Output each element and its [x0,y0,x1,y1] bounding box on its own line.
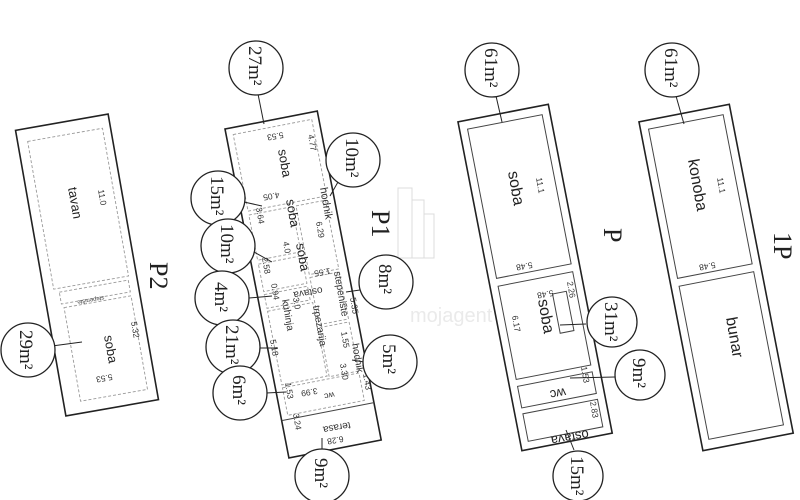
area-bubble-p1-hodnik2: 5m² [351,334,418,390]
dimension-label: 3.30 [338,363,351,381]
room-label: kuhinja [279,299,295,333]
svg-text:27m²: 27m² [244,46,265,86]
area-bubble-p1-hodnik1: 10m² [325,132,381,197]
dimension-label: 3.0 [291,297,303,311]
dimension-label: 11.0 [96,189,109,207]
dimension-label: 1.55 [313,266,331,279]
dimension-label: 3.99 [300,386,318,399]
svg-text:10m²: 10m² [216,224,237,264]
room-label: stepenište [76,294,105,305]
svg-text:6m²: 6m² [228,375,249,405]
area-bubble-p-ostava: 15m² [552,429,604,500]
room-label: tavan [65,186,85,220]
room-label: bunar [722,316,746,360]
dimension-label: 6.29 [314,221,327,239]
area-bubble-p1-kuhinja: 21m² [205,319,278,375]
dimension-label: 5.53 [266,130,284,143]
room-label: soba [101,334,121,365]
dimension-label: 3.64 [254,207,267,225]
area-bubble-p1-ostava: 4m² [194,270,273,326]
dimension-label: 5.48 [536,288,554,301]
svg-text:29m²: 29m² [15,330,36,370]
dimension-label: 11.1 [534,177,547,195]
room-label: soba [534,298,557,335]
area-bubble-p1-wc: 6m² [212,365,287,421]
room-label: wc [548,385,568,403]
area-bubble-p-wc: 9m² [569,349,666,401]
svg-text:15m²: 15m² [206,176,227,216]
dimension-label: 2.83 [588,401,601,419]
floor-title-p: P [598,228,627,242]
room-label: soba [275,148,295,179]
room-label: hodnik [349,343,365,375]
room-label: soba [283,198,303,229]
dimension-label: 6.28 [326,434,344,447]
dimension-label: 5.53 [95,372,113,385]
area-bubble-p2-soba: 29m² [0,322,83,378]
dimension-label: 5.35 [348,297,361,315]
room-label: trpezarija [310,305,328,348]
dimension-label: 6.17 [510,315,523,333]
room-label: konoba [684,158,710,213]
dimension-label: 5.48 [515,260,533,273]
svg-text:31m²: 31m² [600,302,621,342]
svg-text:15m²: 15m² [566,456,587,496]
dimension-label: 5.48 [698,260,716,273]
svg-text:61m²: 61m² [480,48,501,88]
area-bubble-1p-konoba: 61m² [644,42,700,125]
dimension-label: 5.32 [129,321,142,339]
area-bubble-p1-soba1: 27m² [228,40,284,125]
dimension-label: 11.1 [715,177,728,195]
area-bubble-p1-soba3: 10m² [200,218,273,274]
room-label: stepenište [331,271,350,318]
svg-text:21m²: 21m² [221,325,242,365]
dimension-label: 2.26 [565,281,578,299]
floor-title-1p: 1P [768,232,797,259]
room-label: wc [323,390,337,402]
svg-text:10m²: 10m² [341,138,362,178]
area-bubble-p-soba2: 31m² [559,296,638,348]
area-bubble-p-soba1: 61m² [464,42,520,123]
dimension-label: 1.53 [283,382,296,400]
floor-p-outline [457,103,614,452]
svg-text:4m²: 4m² [210,282,231,312]
area-bubble-p1-terasa: 9m² [294,438,350,500]
svg-text:61m²: 61m² [660,48,681,88]
svg-text:8m²: 8m² [374,264,395,294]
watermark-logo: mojagent [397,187,493,327]
area-bubble-p1-stairs: 8m² [345,254,414,310]
room-label: ostava [292,284,323,300]
svg-text:9m²: 9m² [310,458,331,488]
room-label: soba [504,170,527,207]
watermark-text: mojagent [410,305,493,327]
floor-1p-outline [638,103,795,452]
svg-text:5m²: 5m² [378,344,399,374]
room-label: soba [293,242,313,273]
area-bubble-p1-soba2: 15m² [190,170,263,226]
dimension-label: 0.94 [269,283,282,301]
svg-text:9m²: 9m² [628,358,649,388]
floor-title-p2: P2 [144,262,173,289]
dimension-label: 1.53 [579,366,592,384]
room-label: terasa [322,419,352,435]
dimension-label: 4.0 [281,241,293,255]
dimension-label: 3.24 [291,413,304,431]
dimension-label: 1.55 [339,331,352,349]
dimension-label: 4.77 [306,134,319,152]
floor-title-p1: P1 [366,210,395,237]
dimension-label: 4.05 [262,190,280,203]
